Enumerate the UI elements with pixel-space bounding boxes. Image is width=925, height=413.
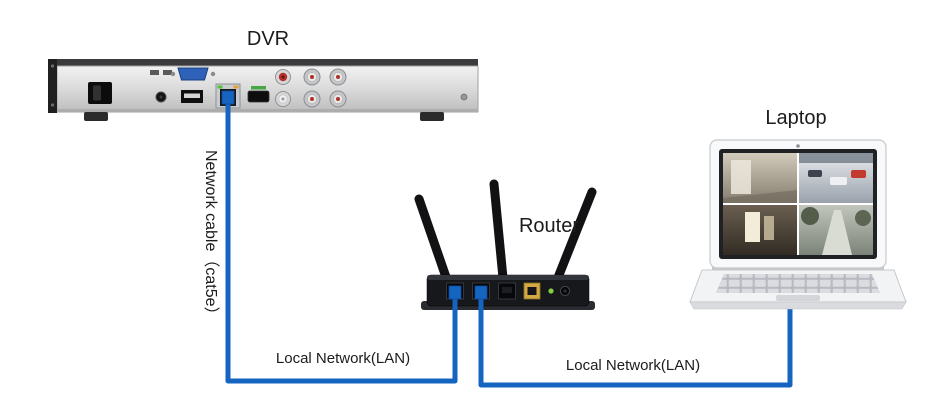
- router-top-highlight: [427, 275, 589, 280]
- cable-router-to-laptop: [478, 286, 793, 388]
- rca-white-hole: [281, 97, 285, 101]
- bnc-connectors: [303, 68, 347, 108]
- power-switch-rocker: [93, 85, 101, 101]
- router-label: Router: [519, 215, 579, 237]
- laptop-label: Laptop: [765, 107, 826, 129]
- camera-feed-bl-window2: [764, 216, 774, 240]
- cable-dvr-to-router: [225, 96, 458, 384]
- camera-feed-tl-doorway: [731, 160, 751, 194]
- dvr-top-edge: [48, 59, 478, 67]
- router-led: [548, 288, 554, 294]
- ethernet-led-green: [217, 85, 223, 89]
- dvr-left-bracket: [48, 59, 57, 113]
- laptop-keyboard-keys: [716, 274, 880, 293]
- router-wan-port-opening: [527, 287, 537, 295]
- router-cable-plug-2: [474, 285, 488, 300]
- laptop-front-lip: [689, 301, 907, 310]
- camera-feed-tr-car-dark: [808, 170, 822, 177]
- hdmi-port: [247, 90, 270, 103]
- antenna-left: [414, 194, 452, 285]
- camera-feed-tr-car-white: [830, 177, 847, 185]
- dvr-vent-hole: [460, 93, 468, 101]
- camera-feed-br-tree-right: [855, 210, 871, 226]
- vga-screw-right: [210, 71, 216, 77]
- camera-feed-tr-car-red: [851, 170, 866, 178]
- laptop-illustration: [689, 139, 907, 310]
- camera-feed-tl-floor: [723, 190, 798, 204]
- camera-feed-bottom-left: [723, 204, 798, 255]
- dvr-foot-left: [84, 112, 108, 121]
- dvr-mark-2: [163, 70, 172, 75]
- lan-label-right: Local Network(LAN): [566, 357, 700, 374]
- dvr-screw-bottom: [50, 103, 55, 107]
- router-port-3-pins: [502, 287, 512, 293]
- dvr-screw-top: [50, 64, 55, 68]
- webcam-icon: [796, 144, 800, 148]
- dvr-mark-1: [150, 70, 159, 75]
- network-cable-label: Network cable（cat5e）: [202, 150, 220, 323]
- camera-feed-bl-window: [745, 212, 760, 242]
- dvr-illustration: [48, 59, 479, 121]
- dvr-front-panel: [56, 65, 479, 113]
- lan-label-left: Local Network(LAN): [276, 350, 410, 367]
- router-illustration: [414, 179, 597, 310]
- usb-port-tongue: [184, 93, 200, 98]
- camera-grid-view: [723, 153, 873, 255]
- camera-feed-tr-building: [798, 153, 873, 163]
- dvr-label: DVR: [247, 28, 289, 50]
- camera-feed-br-driveway: [822, 210, 852, 255]
- router-cable-plug-1: [448, 285, 462, 300]
- vga-port: [177, 67, 209, 81]
- dc-power-jack-pin: [159, 95, 163, 99]
- dvr-bottom-shadow: [57, 109, 478, 112]
- antenna-right: [552, 187, 597, 285]
- vga-screw-left: [170, 71, 176, 77]
- antenna-middle: [489, 179, 508, 283]
- router-power-jack-pin: [563, 289, 567, 293]
- ethernet-led-amber: [233, 85, 239, 89]
- laptop-touchpad: [776, 295, 820, 301]
- dvr-foot-right: [420, 112, 444, 121]
- camera-feed-br-tree-left: [801, 207, 819, 225]
- hdmi-label-mark: [251, 86, 266, 90]
- dvr-cable-plug: [221, 90, 235, 105]
- rca-red-hole: [281, 75, 285, 79]
- diagram-labels: DVR Laptop Router Network cable（cat5e） L…: [202, 28, 827, 374]
